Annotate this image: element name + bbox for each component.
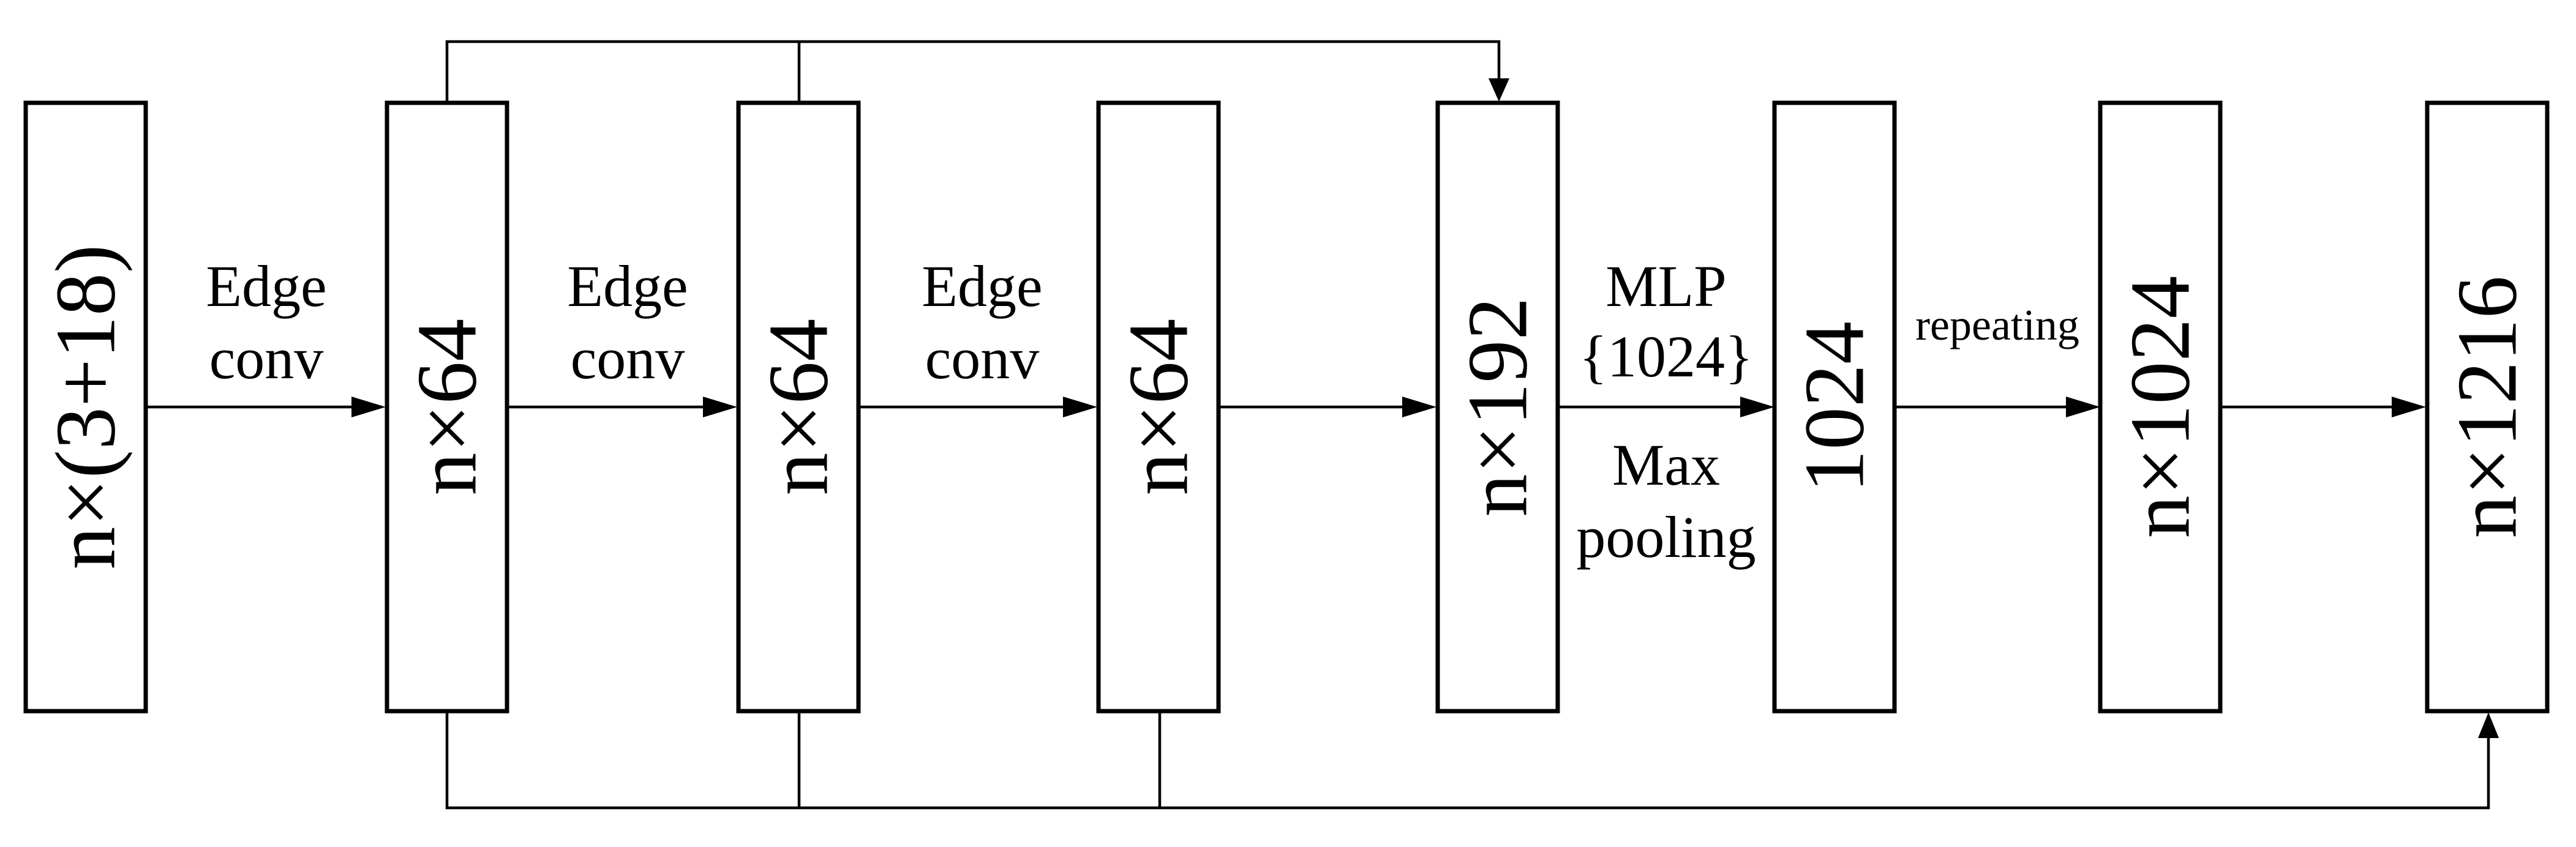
- arrow-7-head: [2392, 397, 2426, 417]
- box-output-label: n×1216: [2440, 276, 2535, 539]
- boxes: [23, 100, 2550, 714]
- max-pooling-line2: pooling: [1576, 504, 1756, 570]
- arrow-3-head: [1063, 397, 1097, 417]
- box-concat: [1435, 100, 1560, 714]
- box-output: [2425, 100, 2550, 714]
- box-input: [23, 100, 148, 714]
- arrow-4-head: [1402, 397, 1436, 417]
- flow-arrows: [147, 397, 2426, 417]
- box-edgeconv-2: [736, 100, 861, 714]
- arrow-1-head: [351, 397, 386, 417]
- edge-conv-3-line1: Edge: [922, 253, 1042, 319]
- max-pooling-line1: Max: [1612, 432, 1720, 498]
- top-skip-arrowhead: [1489, 78, 1509, 102]
- box-repeated: [2098, 100, 2223, 714]
- edge-conv-1-line1: Edge: [206, 253, 326, 319]
- top-skip-line: [445, 40, 1501, 103]
- mlp-size-label: {1024}: [1579, 324, 1753, 389]
- box-edgeconv-3-label: n×64: [1111, 319, 1206, 496]
- box-input-label: n×(3+18): [39, 244, 133, 569]
- edge-conv-2-line1: Edge: [567, 253, 688, 319]
- box-repeated-label: n×1024: [2113, 276, 2208, 539]
- repeating-label: repeating: [1915, 300, 2079, 349]
- box-edgeconv-2-label: n×64: [751, 319, 846, 496]
- arrow-6-head: [2066, 397, 2100, 417]
- skip-connections: [445, 40, 2499, 810]
- box-edgeconv-1-label: n×64: [400, 319, 495, 496]
- bottom-skip-line: [445, 711, 2490, 810]
- box-global-feature: [1772, 100, 1897, 714]
- box-edgeconv-3: [1096, 100, 1221, 714]
- box-global-feature-label: 1024: [1787, 321, 1882, 493]
- bottom-skip-arrowhead: [2478, 712, 2499, 738]
- edge-conv-2-line2: conv: [571, 326, 685, 391]
- edge-conv-1-line2: conv: [209, 326, 324, 391]
- arrow-2-head: [703, 397, 737, 417]
- box-labels: n×(3+18) n×64 n×64 n×64 n×192 1024 n×102…: [39, 244, 2535, 569]
- edge-labels: Edge conv Edge conv Edge conv MLP {1024}…: [206, 253, 2079, 570]
- edge-conv-3-line2: conv: [925, 326, 1040, 391]
- box-edgeconv-1: [385, 100, 509, 714]
- box-concat-label: n×192: [1451, 297, 1545, 517]
- arrow-5-head: [1740, 397, 1774, 417]
- mlp-label: MLP: [1605, 253, 1726, 319]
